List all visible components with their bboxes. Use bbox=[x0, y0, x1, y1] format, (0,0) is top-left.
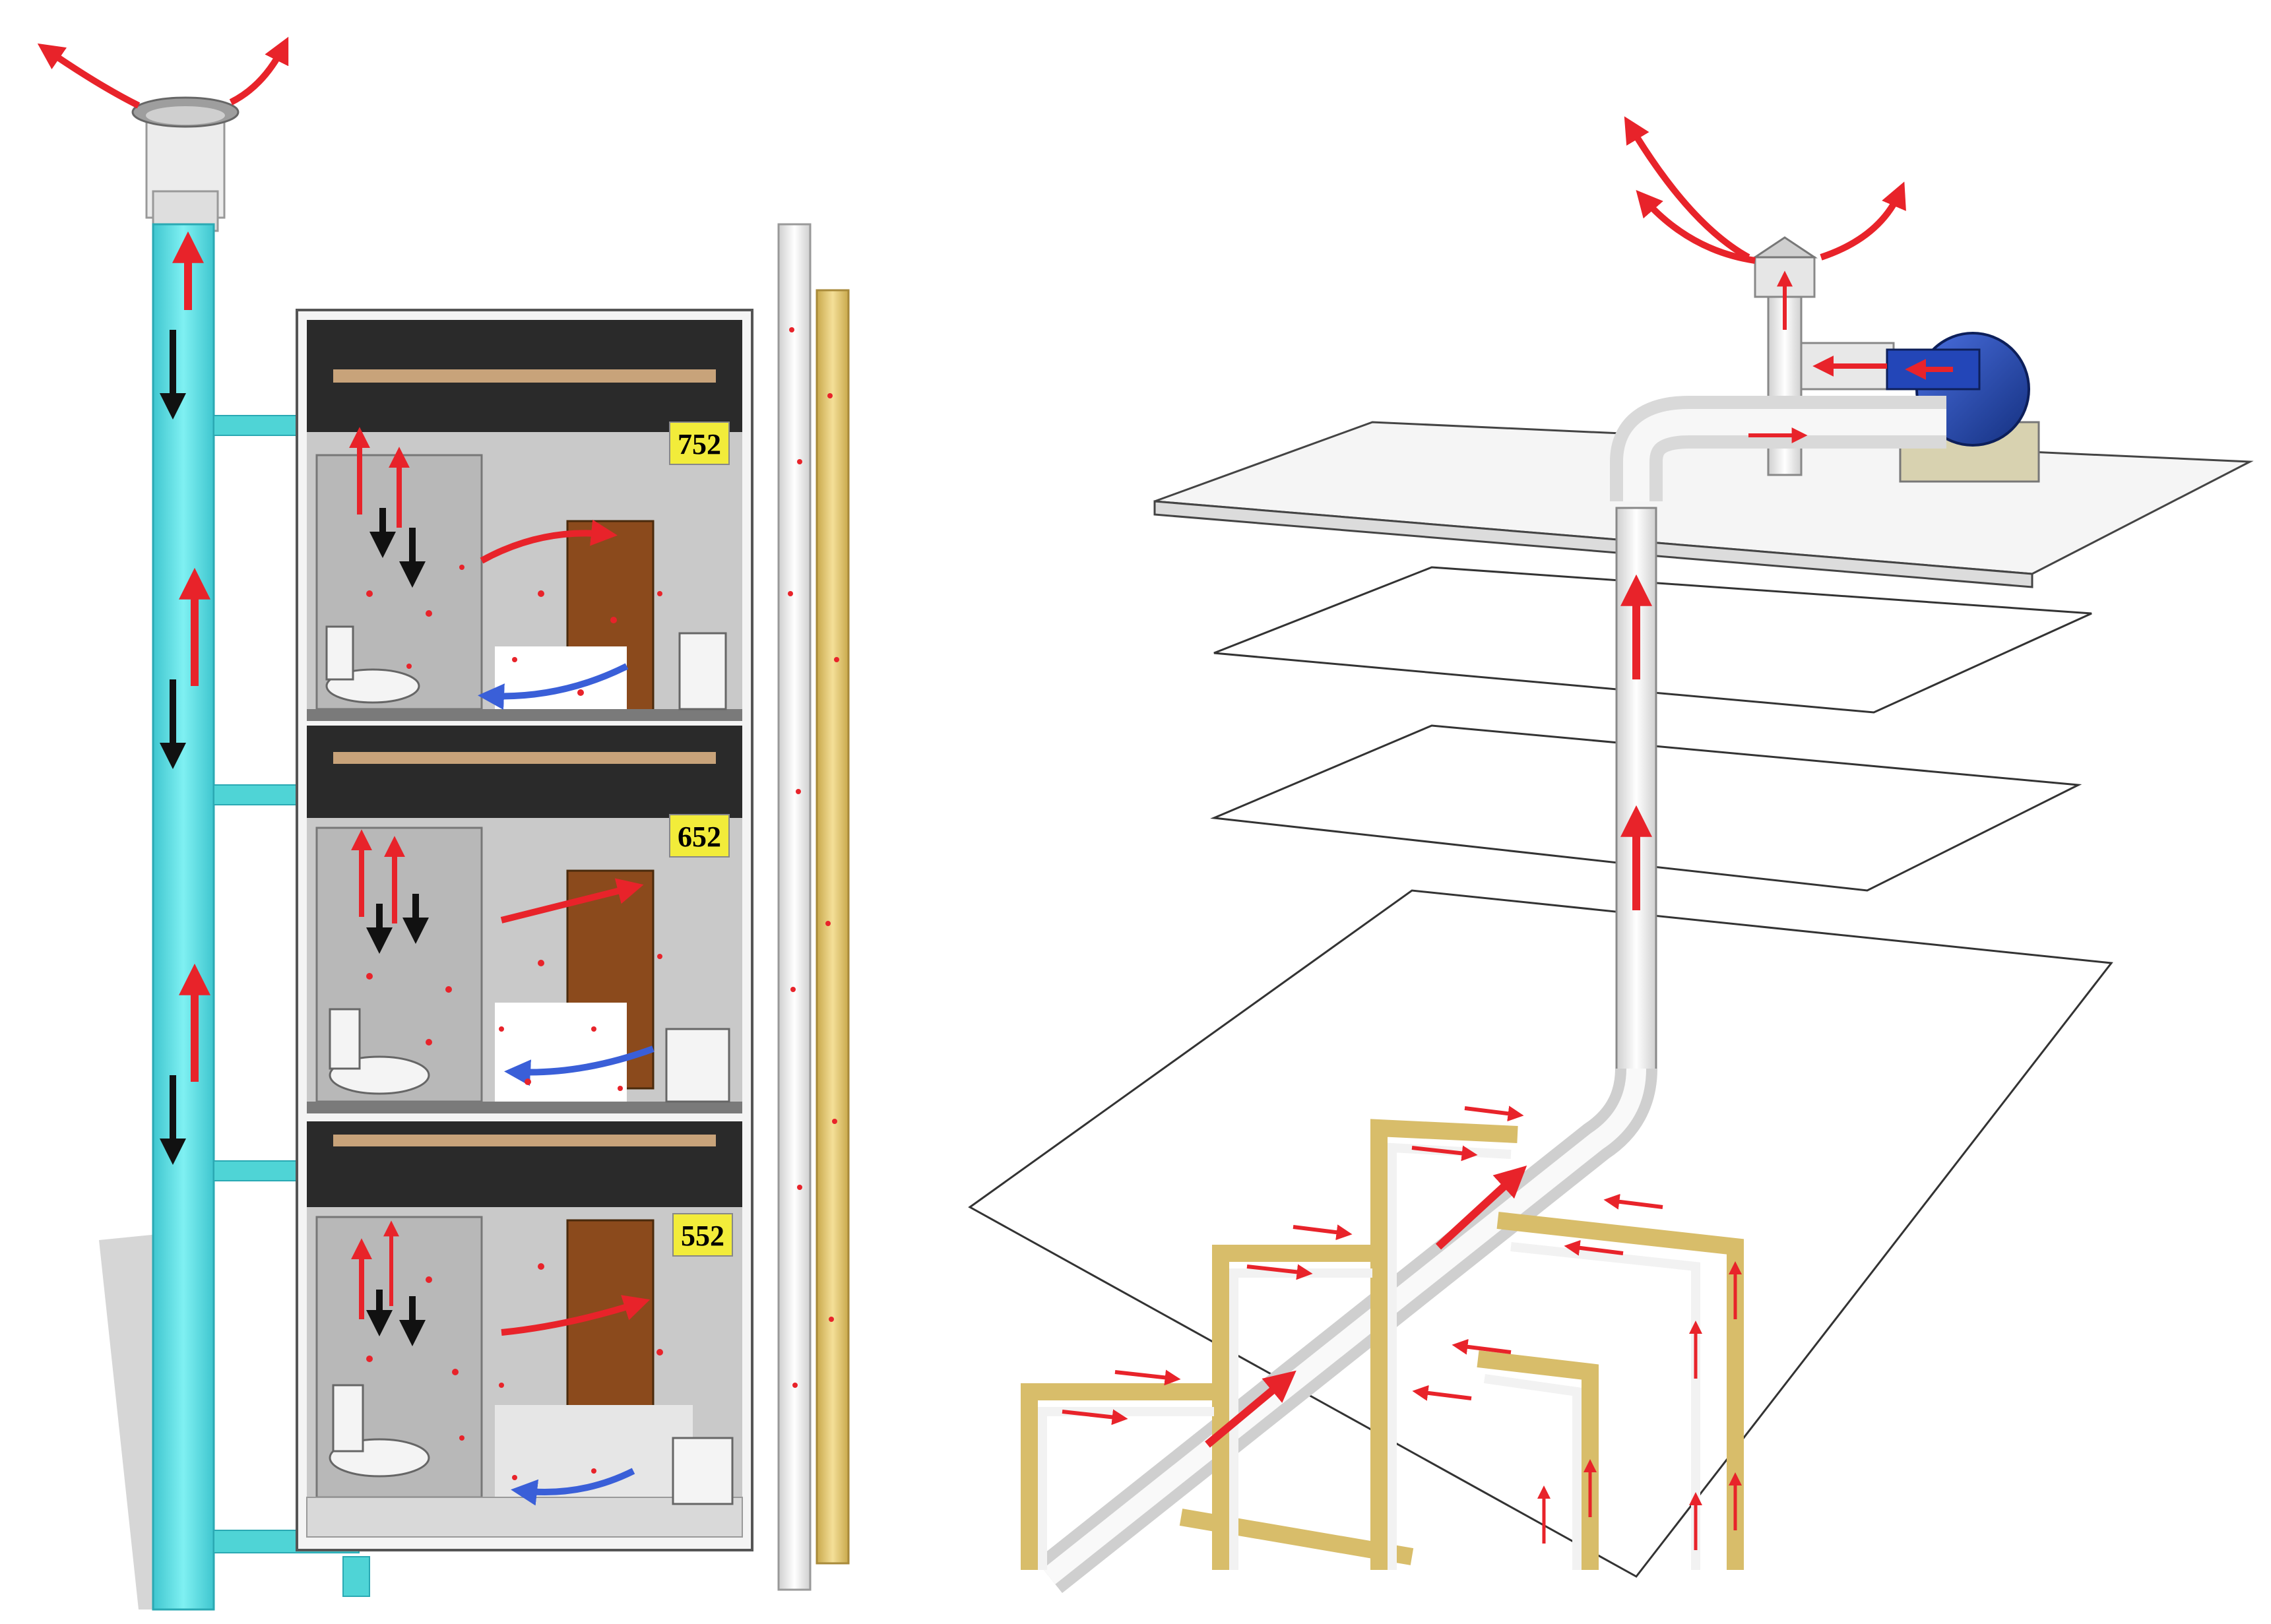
room-label-652-bg bbox=[669, 814, 730, 858]
exhaust-arrow-left bbox=[37, 43, 141, 109]
right-exhaust-system bbox=[968, 116, 2254, 1594]
sink-652 bbox=[665, 1028, 730, 1103]
yellow-vent-pipe bbox=[816, 289, 850, 1565]
duct-flow-arrows bbox=[1062, 270, 1953, 1550]
stack-flow-arrows bbox=[160, 231, 210, 1165]
left-building-section: 752 652 bbox=[37, 36, 850, 1611]
roof-exhaust-arrow-3 bbox=[1820, 181, 1906, 261]
floor-outline-3 bbox=[968, 889, 2113, 1578]
room-label-752-bg bbox=[669, 422, 730, 465]
roof-exhaust-arrow-2 bbox=[1636, 189, 1756, 264]
roof-slab-edge bbox=[1153, 500, 2033, 588]
sink-752 bbox=[678, 632, 727, 710]
stack-roof-cowl bbox=[131, 96, 240, 232]
floor-652: 652 bbox=[307, 726, 742, 1113]
exhaust-arrow-right bbox=[229, 36, 289, 106]
vent-pipe-particles bbox=[788, 327, 839, 1388]
room-label-552: 552 bbox=[681, 1220, 724, 1252]
room-label-752: 752 bbox=[678, 428, 721, 460]
room-label-652: 652 bbox=[678, 821, 721, 853]
room-label-552-bg bbox=[672, 1213, 733, 1257]
aerosol-particles bbox=[366, 565, 663, 1480]
toilet-552 bbox=[329, 1384, 430, 1478]
floor-752: 752 bbox=[307, 320, 742, 721]
sink-552 bbox=[672, 1437, 734, 1505]
toilet-652 bbox=[329, 1008, 430, 1095]
main-exhaust-stack bbox=[152, 223, 215, 1611]
white-vent-pipe bbox=[777, 223, 812, 1591]
floor-552: 552 bbox=[306, 1121, 743, 1538]
roof-exhaust-arrow-1 bbox=[1624, 116, 1750, 261]
toilet-752 bbox=[325, 625, 420, 704]
